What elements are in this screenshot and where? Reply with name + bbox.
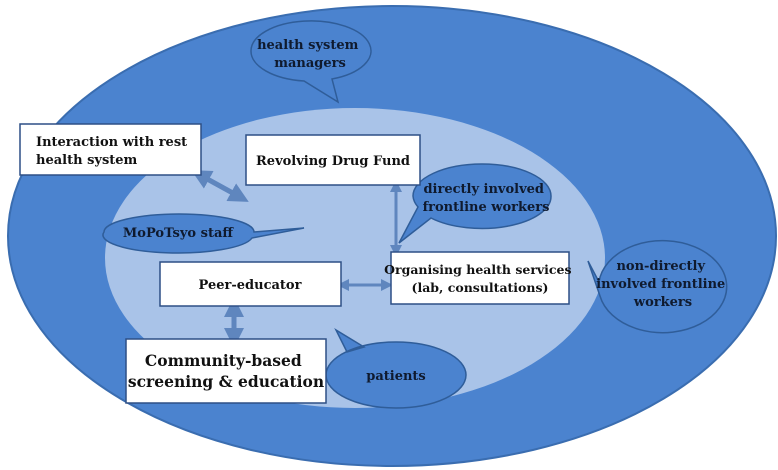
bubble-non-directly-involved: non-directly involved frontline workers [587, 239, 730, 334]
box-peer-educator: Peer-educator [159, 261, 342, 307]
bubble-staff-line: MoPoTsyo staff [123, 226, 234, 241]
svg-text:Community-based screenin: Community-based screening & education [128, 351, 324, 391]
bubble-patients-line: patients [366, 369, 426, 384]
svg-text:Organising health services: Organising health services (lab, consult… [384, 262, 576, 295]
bubble-health-system-managers: health system managers [250, 20, 372, 104]
bubble-managers-line: health system [257, 38, 359, 53]
box-services-line: Organising health services [384, 262, 571, 277]
svg-text:Revolving Drug Fund: Revolving Drug Fund [256, 154, 410, 169]
box-services-line: (lab, consultations) [412, 280, 549, 295]
svg-text:MoPoTsyo staff: MoPoTsyo staff [123, 226, 234, 241]
box-peer-line: Peer-educator [199, 278, 302, 293]
svg-text:health system managers: health system managers [257, 38, 363, 71]
svg-text:Interaction with rest he: Interaction with rest health system [36, 135, 192, 168]
bubble-nondirect-line: workers [633, 295, 692, 310]
arrow-interaction-drugfund [191, 170, 249, 202]
box-community-line: Community-based [145, 351, 302, 370]
svg-text:patients: patients [366, 369, 426, 384]
box-interaction-with-rest-health-system: Interaction with rest health system [19, 123, 202, 176]
bubble-direct-line: frontline workers [423, 200, 550, 215]
box-drugfund-line: Revolving Drug Fund [256, 154, 410, 169]
svg-text:non-directly involved fr: non-directly involved frontline workers [596, 259, 730, 310]
bubble-patients: patients [325, 328, 467, 409]
bubble-nondirect-line: involved frontline [596, 277, 725, 292]
box-interaction-line: health system [36, 153, 138, 168]
box-community-line: screening & education [128, 372, 324, 391]
bubble-nondirect-line: non-directly [616, 259, 705, 274]
box-revolving-drug-fund: Revolving Drug Fund [245, 134, 421, 186]
svg-text:directly involved frontl: directly involved frontline workers [423, 182, 550, 215]
box-interaction-line: Interaction with rest [36, 135, 187, 150]
box-community-based-screening: Community-based screening & education [125, 338, 327, 404]
svg-text:Peer-educator: Peer-educator [199, 278, 302, 293]
bubble-mopotsyo-staff: MoPoTsyo staff [102, 213, 305, 254]
box-organising-health-services: Organising health services (lab, consult… [384, 251, 576, 305]
bubble-direct-line: directly involved [423, 182, 544, 197]
bubble-directly-involved: directly involved frontline workers [398, 163, 552, 244]
bubble-managers-line: managers [274, 56, 346, 71]
